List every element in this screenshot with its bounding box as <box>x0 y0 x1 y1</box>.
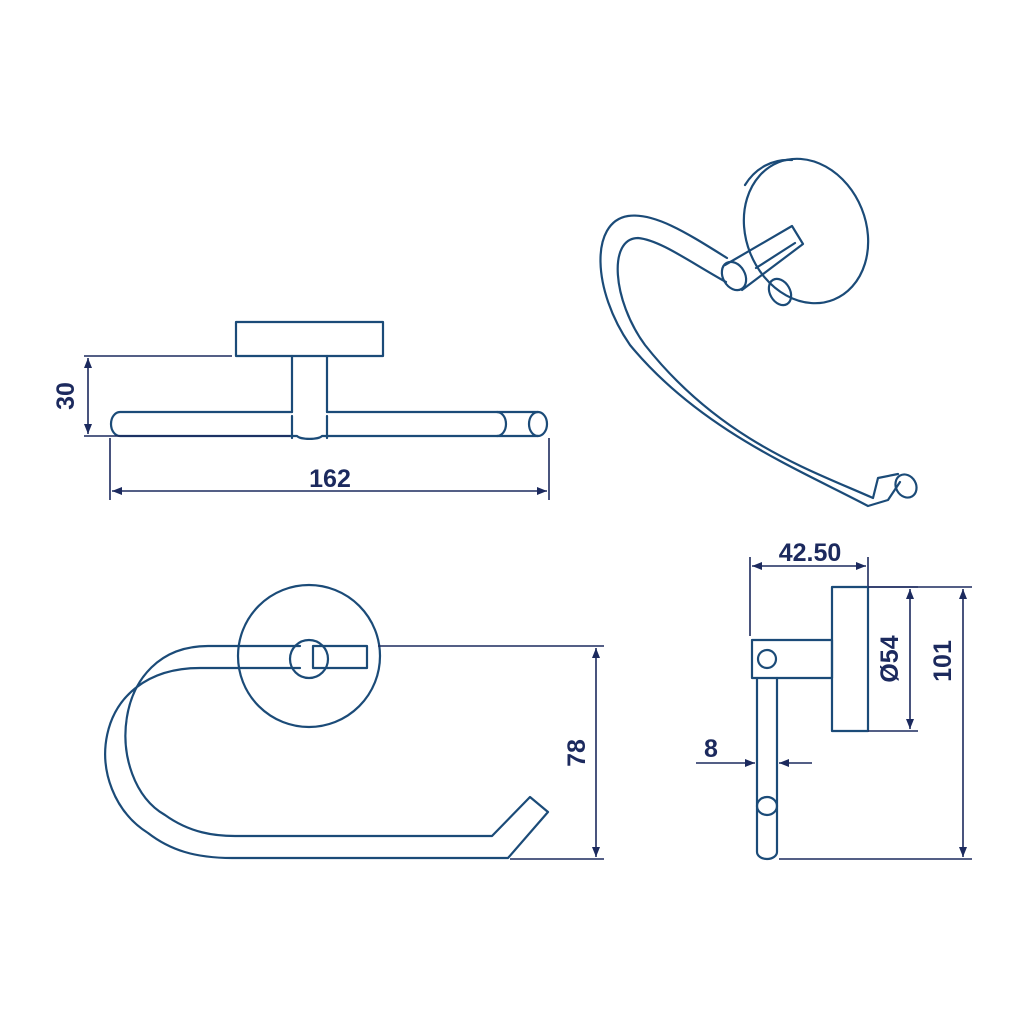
iso-rod-stub <box>767 277 793 307</box>
dim-78: 78 <box>378 645 604 860</box>
front-base-plate <box>236 583 382 729</box>
dim-30-label: 30 <box>52 382 80 410</box>
top-view-rod-end <box>527 410 549 438</box>
iso-base-plate-front-edge <box>743 158 794 187</box>
dim-8-label: 8 <box>704 735 718 763</box>
dim-54-label: Ø54 <box>876 635 904 682</box>
isometric-view <box>599 157 918 508</box>
dim-162-label: 162 <box>309 465 351 493</box>
iso-post-end <box>720 260 748 292</box>
dim-162: 162 <box>109 438 550 500</box>
top-view-post <box>290 354 329 414</box>
side-post <box>750 638 834 680</box>
iso-base-plate-rim <box>742 157 870 305</box>
front-post <box>288 638 330 680</box>
dim-42-50: 42.50 <box>749 539 869 636</box>
side-rod <box>755 676 779 861</box>
dim-101-label: 101 <box>929 640 957 682</box>
side-view <box>750 585 870 861</box>
dim-78-label: 78 <box>563 739 591 767</box>
dim-42-50-label: 42.50 <box>779 539 842 567</box>
front-view <box>104 583 550 860</box>
dim-8: 8 <box>696 735 812 767</box>
dim-30: 30 <box>52 355 290 437</box>
dim-54: Ø54 <box>868 586 918 732</box>
top-view-rod <box>109 410 540 441</box>
top-view-base-plate <box>234 320 385 358</box>
side-rod-end <box>755 795 779 817</box>
iso-rod-end <box>894 473 918 499</box>
iso-curved-rod <box>599 214 902 508</box>
side-base-plate <box>830 585 870 733</box>
top-view <box>109 320 549 441</box>
dim-101: 101 <box>779 586 972 860</box>
front-curved-rod <box>104 644 550 860</box>
side-post-end <box>756 648 778 670</box>
top-view-rod-tip <box>495 410 508 438</box>
front-arm <box>311 644 369 670</box>
iso-post <box>723 224 805 292</box>
